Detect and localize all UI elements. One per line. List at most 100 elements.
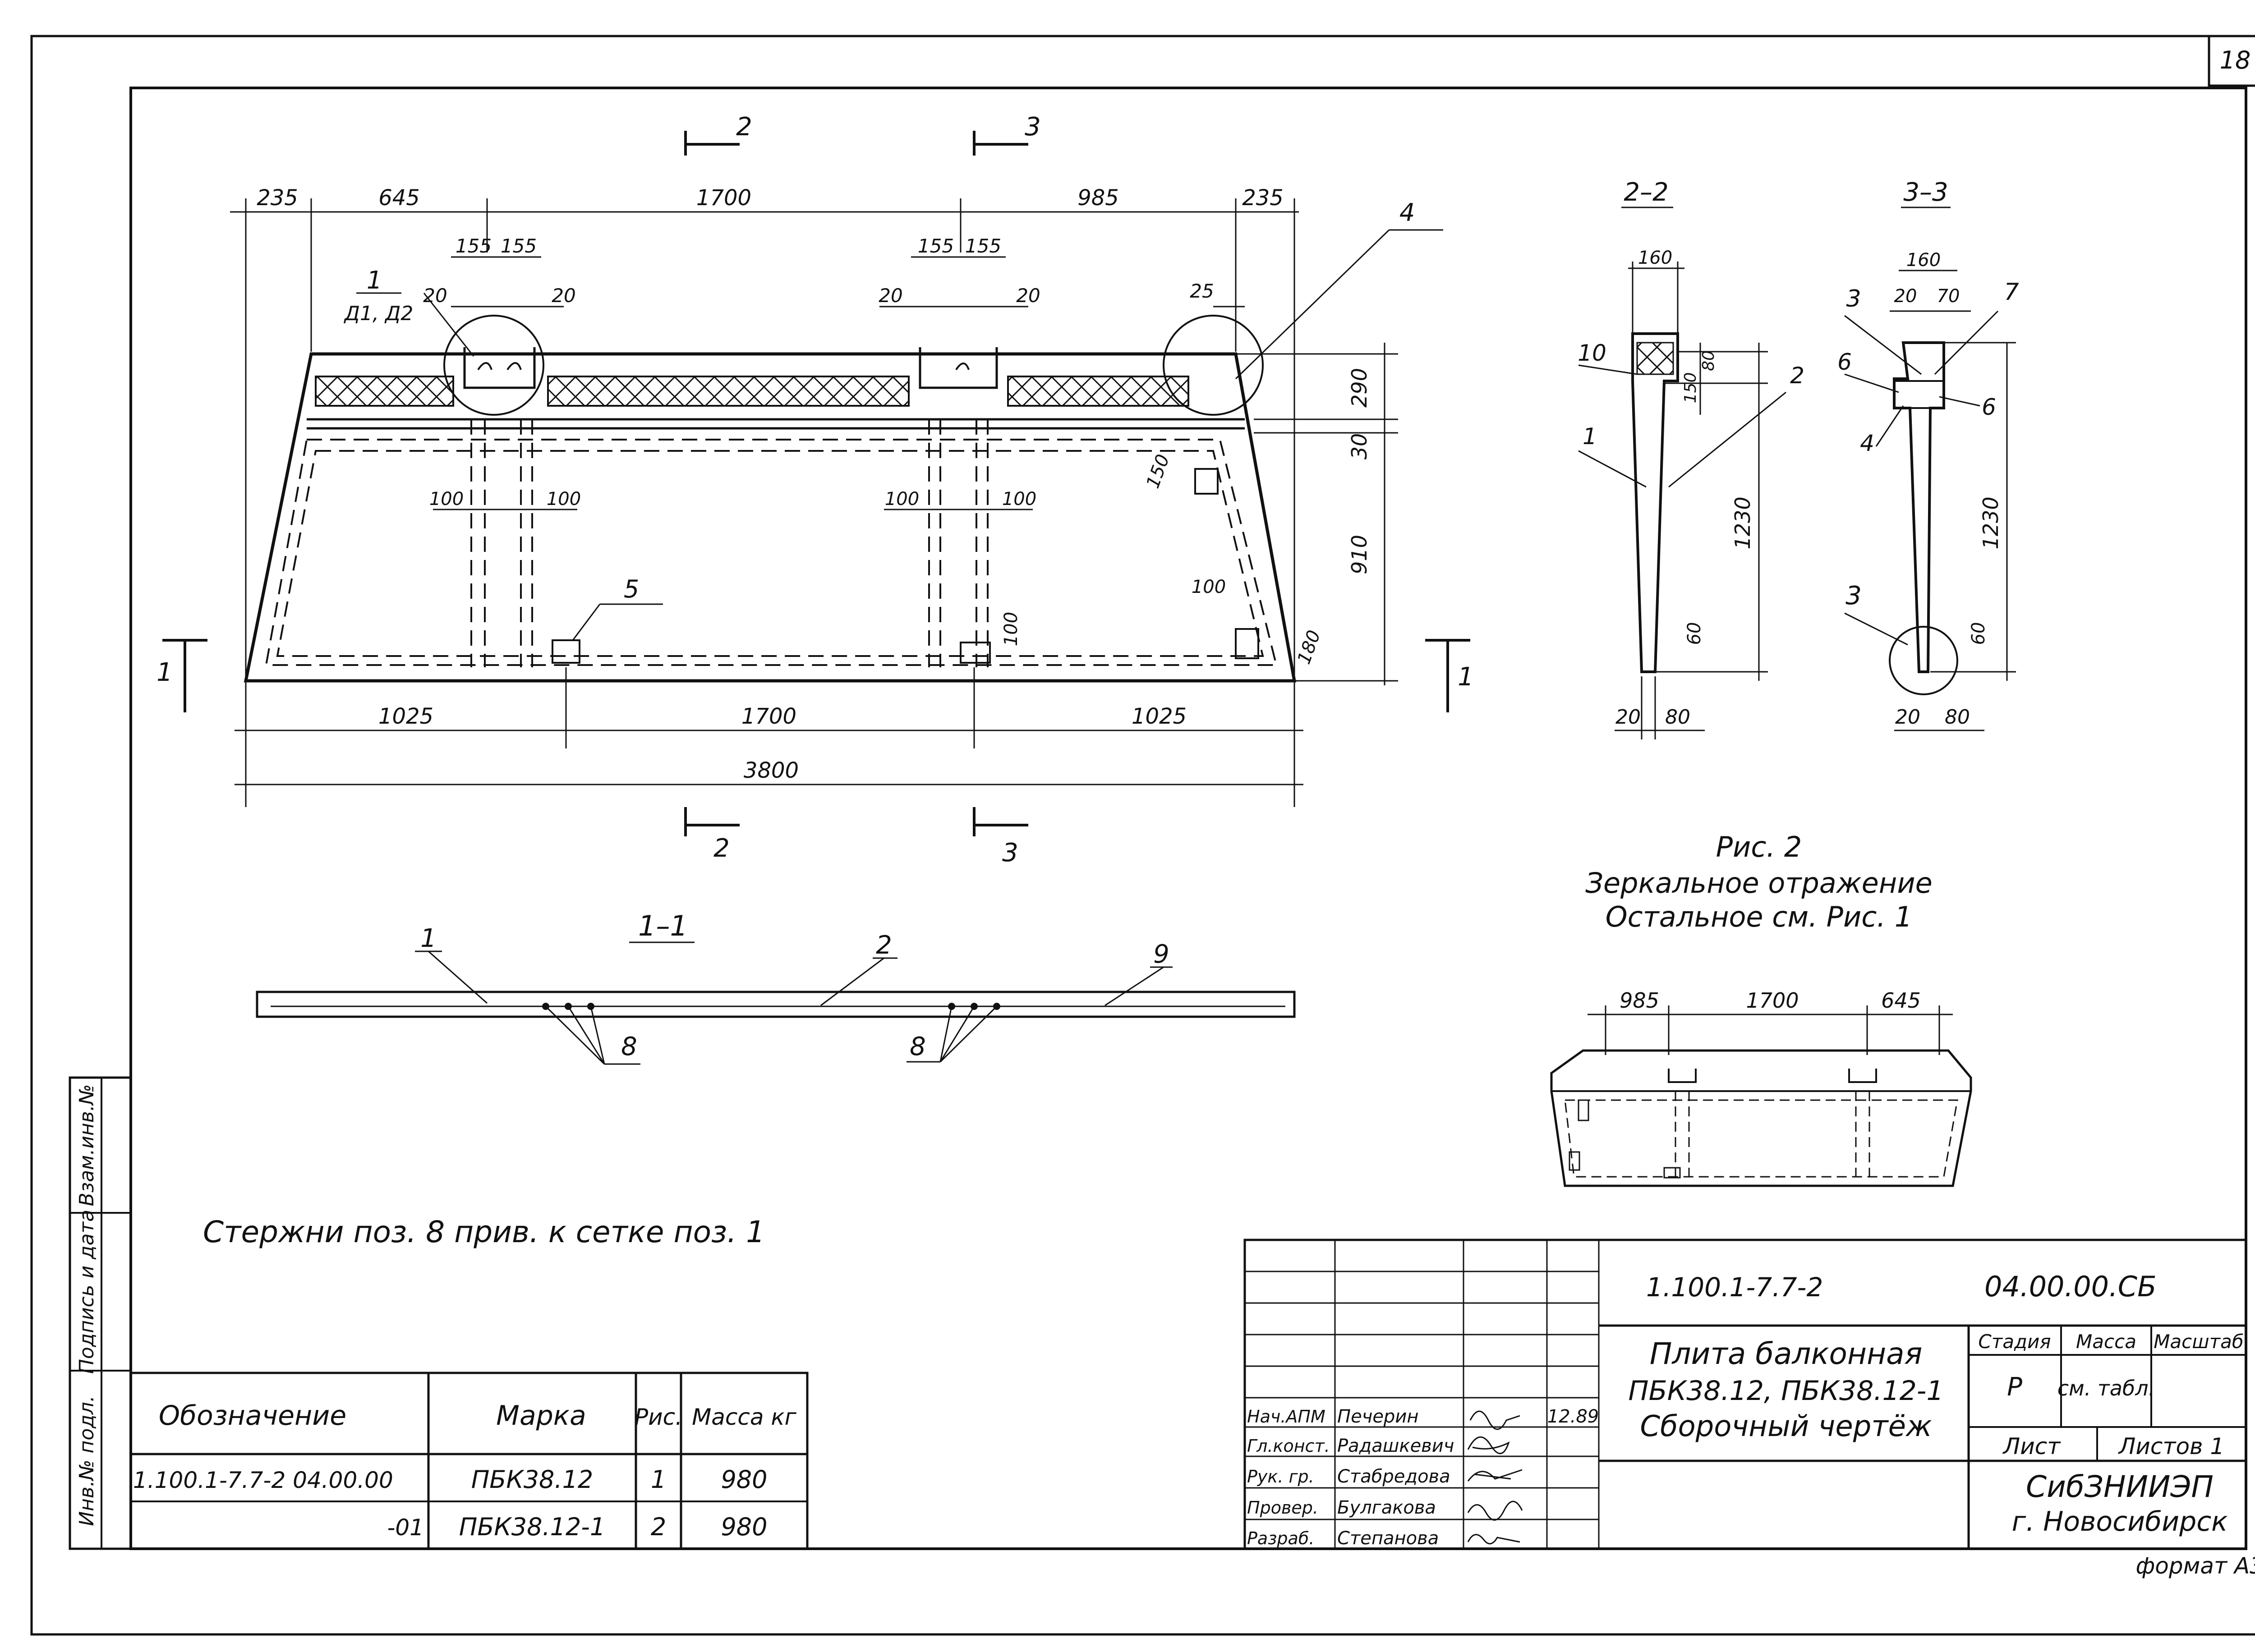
role: Нач.АПМ <box>1247 1407 1325 1427</box>
dim: 80 <box>1665 706 1690 729</box>
dim: 60 <box>1684 622 1705 645</box>
side-label: Подпись и дата <box>75 1210 98 1374</box>
cut-label: 2 <box>713 834 730 863</box>
callout: 6 <box>1837 349 1852 375</box>
insulation-block <box>547 376 910 407</box>
section-title: 1–1 <box>638 909 688 942</box>
sheets-header: Листов 1 <box>2118 1433 2224 1459</box>
cut-label: 1 <box>1458 662 1474 692</box>
callout: 7 <box>2004 279 2019 306</box>
dim-top: 645 <box>378 185 420 211</box>
person: Степанова <box>1337 1528 1439 1549</box>
dim-small: 20 <box>879 285 902 307</box>
dim: 20 <box>1615 706 1641 729</box>
dim: 150 <box>1681 372 1700 404</box>
dim: 20 <box>1894 286 1917 307</box>
spec-cell: 980 <box>721 1465 767 1494</box>
callout: 8 <box>621 1032 637 1061</box>
organization: СибЗНИИЭП <box>2026 1469 2214 1504</box>
dim-small: 155 <box>965 235 1001 257</box>
side-stamp: Инв.№ подл. Подпись и дата Взам.инв.№ <box>69 1076 132 1550</box>
callout-1-sub: Д1, Д2 <box>344 302 414 325</box>
stage-header: Стадия <box>1978 1331 2051 1353</box>
title-name: Плита балконная <box>1650 1336 1923 1371</box>
role: Разраб. <box>1247 1528 1314 1548</box>
mass-header: Масса <box>2076 1331 2136 1353</box>
spec-cell: 980 <box>721 1513 767 1541</box>
callout: 3 <box>1845 581 1862 610</box>
dim-small: 20 <box>552 285 575 307</box>
dim-small: 20 <box>1016 285 1040 307</box>
dim-top: 235 <box>257 185 298 211</box>
callout: 3 <box>1846 285 1861 312</box>
spec-header: Обозначение <box>159 1400 346 1432</box>
sheet-number: 18 <box>2220 46 2251 74</box>
spec-header: Масса кг <box>692 1404 796 1430</box>
doc-number: 04.00.00.СБ <box>1984 1270 2157 1303</box>
stage-value: Р <box>2007 1372 2022 1402</box>
dim-small: 20 <box>423 285 447 307</box>
spec-cell: 1 <box>651 1465 666 1494</box>
mass-value: см. табл. <box>2057 1376 2155 1400</box>
dim: 160 <box>1638 248 1672 268</box>
side-label: Взам.инв.№ <box>75 1084 98 1207</box>
insulation-block <box>315 376 454 407</box>
signature-scribbles <box>1467 1410 1523 1545</box>
cut-label: 1 <box>156 658 173 687</box>
person: Булгакова <box>1337 1497 1436 1518</box>
dim-small: 155 <box>918 235 954 257</box>
spec-table: Обозначение Марка Рис. Масса кг 1.100.1-… <box>129 1372 809 1550</box>
dim-small: 155 <box>456 235 492 257</box>
scale-header: Масштаб <box>2154 1331 2244 1353</box>
section-title: 3–3 <box>1903 178 1948 207</box>
callout: 10 <box>1578 340 1606 366</box>
callout: 2 <box>876 931 892 960</box>
section-1-1: 1–1 1 2 9 8 8 <box>256 909 1296 1065</box>
dim-mid: 180 <box>1293 628 1325 667</box>
spec-cell: ПБК38.12-1 <box>459 1513 605 1541</box>
city: г. Новосибирск <box>2012 1506 2228 1537</box>
fig2-line1: Зеркальное отражение <box>1585 867 1933 899</box>
dim: 1230 <box>1730 496 1755 549</box>
dim: 160 <box>1906 250 1941 271</box>
side-label: Инв.№ подл. <box>75 1395 98 1526</box>
dim-top: 985 <box>1077 185 1119 211</box>
callout-5: 5 <box>624 575 639 603</box>
dim: 1230 <box>1979 496 2003 549</box>
spec-header: Марка <box>496 1400 586 1432</box>
drawing-note: Стержни поз. 8 прив. к сетке поз. 1 <box>203 1215 765 1249</box>
dim-mid: 100 <box>1002 489 1036 509</box>
dim-mid: 100 <box>1192 577 1226 597</box>
dim-mid: 100 <box>547 489 581 509</box>
dim: 70 <box>1937 286 1960 307</box>
dim-right: 30 <box>1347 433 1371 460</box>
callout: 6 <box>1982 394 1996 420</box>
callout-1: 1 <box>367 266 382 294</box>
figure-2: Рис. 2 Зеркальное отражение Остальное см… <box>1550 831 1972 1187</box>
dim-small: 155 <box>501 235 537 257</box>
dim-bottom: 1700 <box>741 704 796 729</box>
cut-label: 2 <box>736 112 752 142</box>
dim-mid: 100 <box>1001 612 1022 646</box>
cut-label: 3 <box>1002 838 1018 867</box>
callout: 4 <box>1860 430 1874 456</box>
dim-top: 235 <box>1242 185 1284 211</box>
callout: 1 <box>420 924 437 953</box>
insulation-block <box>1007 376 1189 407</box>
fig2-line2: Остальное см. Рис. 1 <box>1606 900 1912 933</box>
plan-view: 235 645 1700 985 235 155 155 155 155 20 … <box>156 112 1474 867</box>
section-3-3: 3–3 160 20 70 1230 60 20 80 3 7 6 6 4 3 <box>1837 178 2019 731</box>
dim: 80 <box>1945 706 1970 729</box>
detail-circle <box>1889 626 1958 695</box>
spec-header: Рис. <box>635 1404 682 1430</box>
role: Рук. гр. <box>1247 1467 1314 1487</box>
callout-4: 4 <box>1399 198 1415 227</box>
dim-total: 3800 <box>744 758 799 783</box>
dim: 20 <box>1895 706 1920 729</box>
callout: 2 <box>1790 363 1804 389</box>
fig2-title: Рис. 2 <box>1716 831 1802 863</box>
cut-label: 3 <box>1025 112 1041 142</box>
date: 12.89 <box>1547 1406 1599 1427</box>
dim-mid: 100 <box>885 489 919 509</box>
